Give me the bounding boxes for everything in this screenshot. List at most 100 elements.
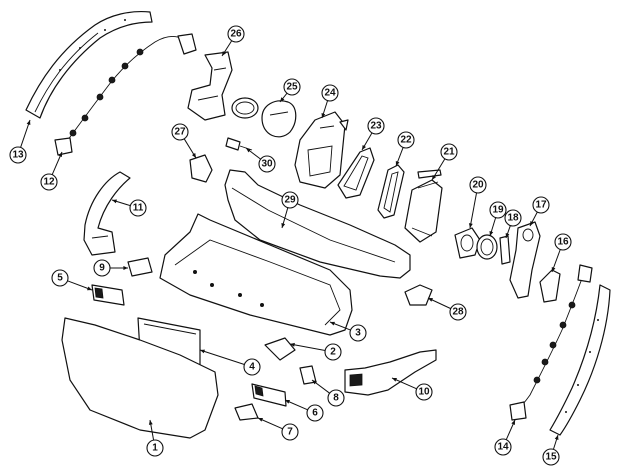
part-bezel-22 xyxy=(377,164,405,219)
callout-11: 11 xyxy=(129,199,147,217)
callout-circle-26 xyxy=(227,25,245,43)
callout-circle-6 xyxy=(306,404,324,422)
callout-number-12: 12 xyxy=(43,177,55,188)
part-wire-harness-right xyxy=(509,264,593,421)
callout-9: 9 xyxy=(93,259,111,277)
callout-circle-5 xyxy=(51,269,69,287)
callout-circle-16 xyxy=(554,233,572,251)
leader-arrow-11 xyxy=(112,199,117,204)
callout-circle-1 xyxy=(146,439,164,457)
callout-2: 2 xyxy=(324,343,342,361)
callout-circle-22 xyxy=(397,131,415,149)
leader-line-20 xyxy=(469,192,478,229)
leader-arrow-19 xyxy=(489,231,494,236)
callout-24: 24 xyxy=(321,84,339,102)
callout-21: 21 xyxy=(440,143,458,161)
callout-circle-9 xyxy=(93,259,111,277)
callout-number-27: 27 xyxy=(174,127,186,138)
callout-number-21: 21 xyxy=(443,147,455,158)
part-disc-19-top xyxy=(231,97,259,119)
callout-27: 27 xyxy=(171,123,189,141)
leader-line-13 xyxy=(20,119,31,148)
part-connector-2 xyxy=(264,337,296,361)
callout-4: 4 xyxy=(243,358,261,376)
callout-14: 14 xyxy=(494,438,512,456)
callout-circle-2 xyxy=(324,343,342,361)
part-bezel-23 xyxy=(337,147,375,199)
part-bracket-10 xyxy=(344,349,437,396)
callout-number-3: 3 xyxy=(355,328,361,339)
callout-10: 10 xyxy=(415,383,433,401)
leader-arrow-15 xyxy=(554,435,559,440)
callout-circle-30 xyxy=(258,155,276,173)
callout-number-18: 18 xyxy=(507,213,519,224)
callout-number-11: 11 xyxy=(133,203,144,214)
leader-lines xyxy=(20,40,561,450)
callout-30: 30 xyxy=(258,155,276,173)
callout-16: 16 xyxy=(554,233,572,251)
part-bracket-26 xyxy=(187,51,233,121)
callout-number-1: 1 xyxy=(152,443,158,454)
callout-number-30: 30 xyxy=(261,159,273,170)
callout-number-9: 9 xyxy=(99,263,105,274)
callout-number-22: 22 xyxy=(400,135,412,146)
leader-arrow-25 xyxy=(280,97,285,102)
callout-circle-15 xyxy=(542,448,560,466)
callout-number-16: 16 xyxy=(557,237,569,248)
callout-23: 23 xyxy=(367,117,385,135)
leader-arrow-1 xyxy=(148,420,153,425)
callout-19: 19 xyxy=(489,201,507,219)
part-bracket-6 xyxy=(251,383,287,407)
leader-arrow-8 xyxy=(312,380,317,385)
callout-22: 22 xyxy=(397,131,415,149)
part-upper-bumper-29 xyxy=(224,169,411,279)
callout-number-13: 13 xyxy=(12,150,24,161)
callout-circle-3 xyxy=(349,324,367,342)
callout-number-25: 25 xyxy=(286,82,298,93)
leader-arrow-29 xyxy=(281,223,286,228)
callout-labels: 1234567891011121314151617181920212223242… xyxy=(9,25,572,466)
callout-circle-20 xyxy=(469,176,487,194)
callout-circle-10 xyxy=(415,383,433,401)
callout-number-28: 28 xyxy=(452,307,464,318)
callout-number-20: 20 xyxy=(472,180,484,191)
callout-circle-7 xyxy=(281,423,299,441)
leader-arrow-12 xyxy=(58,152,62,157)
part-lower-apron-1 xyxy=(61,317,219,439)
leader-arrow-30 xyxy=(246,148,251,153)
callout-3: 3 xyxy=(349,324,367,342)
callout-number-8: 8 xyxy=(333,393,339,404)
callout-circle-25 xyxy=(283,78,301,96)
leader-arrow-4 xyxy=(200,349,205,354)
callout-number-19: 19 xyxy=(492,205,504,216)
callout-circle-24 xyxy=(321,84,339,102)
leader-arrow-23 xyxy=(362,145,367,150)
callout-number-6: 6 xyxy=(312,408,318,419)
callout-26: 26 xyxy=(227,25,245,43)
leader-arrow-14 xyxy=(511,420,515,425)
callout-18: 18 xyxy=(504,209,522,227)
callout-circle-13 xyxy=(9,146,27,164)
callout-number-2: 2 xyxy=(330,347,336,358)
leader-arrow-6 xyxy=(285,400,290,404)
callout-number-5: 5 xyxy=(57,273,63,284)
callout-circle-28 xyxy=(449,303,467,321)
leader-arrow-9 xyxy=(123,266,128,270)
callout-number-24: 24 xyxy=(324,88,336,99)
leader-arrow-17 xyxy=(530,221,534,226)
part-bracket-5 xyxy=(91,284,125,306)
leader-arrow-26 xyxy=(222,51,227,56)
part-clip-28 xyxy=(404,284,433,306)
callout-number-29: 29 xyxy=(284,195,296,206)
leader-arrow-22 xyxy=(395,161,400,166)
part-clip-7 xyxy=(234,403,259,421)
part-right-trim-strip xyxy=(549,284,611,436)
part-cap-16 xyxy=(539,269,561,303)
callout-6: 6 xyxy=(306,404,324,422)
callout-15: 15 xyxy=(542,448,560,466)
leader-arrow-13 xyxy=(26,120,31,125)
callout-20: 20 xyxy=(469,176,487,194)
callout-8: 8 xyxy=(327,389,345,407)
part-corner-bracket-11 xyxy=(83,171,131,256)
